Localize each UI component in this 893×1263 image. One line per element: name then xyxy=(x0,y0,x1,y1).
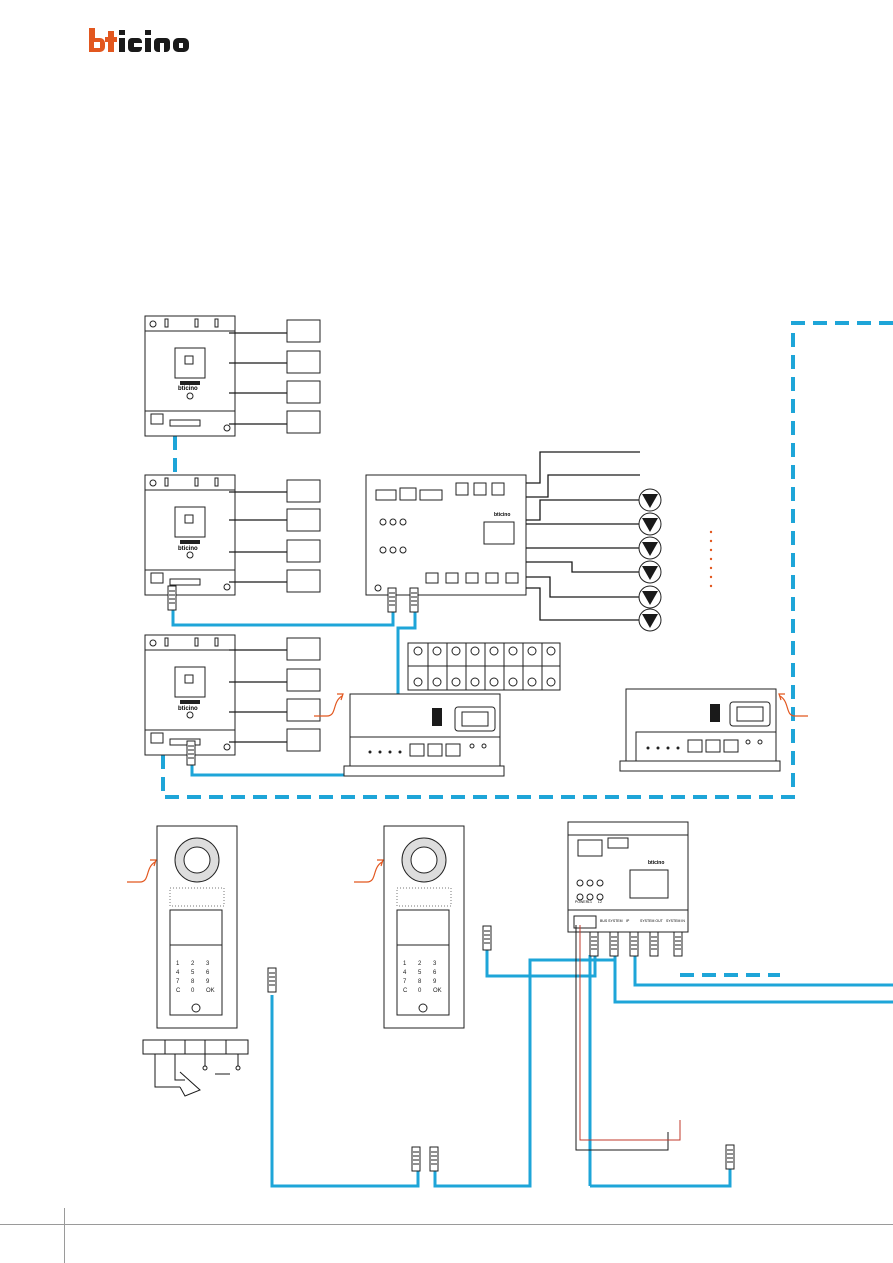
accent-arrows xyxy=(127,693,808,883)
key-2: 2 xyxy=(191,961,195,967)
key-3: 3 xyxy=(206,961,210,967)
power-supply-1 xyxy=(343,693,505,777)
key-8: 8 xyxy=(191,979,195,985)
gateway: bticino BUS SYSTEM IP SYSTEM OUT SYSTEM … xyxy=(567,821,689,933)
power-wires xyxy=(575,925,681,1151)
key-c: C xyxy=(176,988,181,994)
switch-unit-2-brand: bticino xyxy=(178,546,198,552)
switch-unit-1: bticino xyxy=(144,315,236,437)
key-ok: OK xyxy=(206,988,215,994)
bus-cables xyxy=(171,610,893,1188)
key-2: 2 xyxy=(418,961,422,967)
switch-unit-3: bticino xyxy=(144,634,236,756)
output-box-group xyxy=(286,319,321,752)
key-1: 1 xyxy=(403,961,407,967)
key-9: 9 xyxy=(433,979,437,985)
key-5: 5 xyxy=(191,970,195,976)
interface-module-brand: bticino xyxy=(494,512,510,518)
switch-unit-1-brand: bticino xyxy=(178,386,198,392)
interface-module: bticino xyxy=(365,474,527,596)
switch-unit-2: bticino xyxy=(144,474,236,596)
accent-dots xyxy=(709,530,713,588)
key-7: 7 xyxy=(176,979,180,985)
key-9: 9 xyxy=(206,979,210,985)
bticino-logo xyxy=(89,28,189,52)
gateway-port-ip: IP xyxy=(626,919,630,923)
output-boxes xyxy=(229,332,287,743)
network-dashed-line xyxy=(161,321,893,977)
switch-unit-3-brand: bticino xyxy=(178,706,198,712)
output-wires xyxy=(526,451,640,621)
key-7: 7 xyxy=(403,979,407,985)
key-4: 4 xyxy=(176,970,180,976)
key-c: C xyxy=(403,988,408,994)
gateway-port-out: SYSTEM OUT xyxy=(640,919,664,923)
footer-rule xyxy=(0,1224,893,1225)
key-0: 0 xyxy=(191,988,195,994)
key-1: 1 xyxy=(176,961,180,967)
key-6: 6 xyxy=(433,970,437,976)
footer-tick xyxy=(64,1208,65,1263)
key-8: 8 xyxy=(418,979,422,985)
entrance-panel-2: 1 2 3 4 5 6 7 8 9 C 0 OK xyxy=(383,825,465,1029)
terminal-strip xyxy=(407,642,561,691)
power-supply-2 xyxy=(619,688,781,772)
key-6: 6 xyxy=(206,970,210,976)
key-0: 0 xyxy=(418,988,422,994)
gateway-status-l2: L2 xyxy=(598,900,602,904)
gateway-port-in: SYSTEM IN xyxy=(666,919,685,923)
gateway-brand: bticino xyxy=(648,860,664,866)
door-lock-schematic xyxy=(142,1039,249,1097)
gateway-port-bus: BUS SYSTEM xyxy=(600,919,623,923)
entrance-panel-1: 1 2 3 4 5 6 7 8 9 C 0 OK xyxy=(156,825,238,1029)
arrow-indicators xyxy=(638,488,662,632)
key-4: 4 xyxy=(403,970,407,976)
gateway-status-power: POWER xyxy=(575,900,589,904)
key-5: 5 xyxy=(418,970,422,976)
gateway-status-l1: L1 xyxy=(588,900,592,904)
key-3: 3 xyxy=(433,961,437,967)
key-ok: OK xyxy=(433,988,442,994)
